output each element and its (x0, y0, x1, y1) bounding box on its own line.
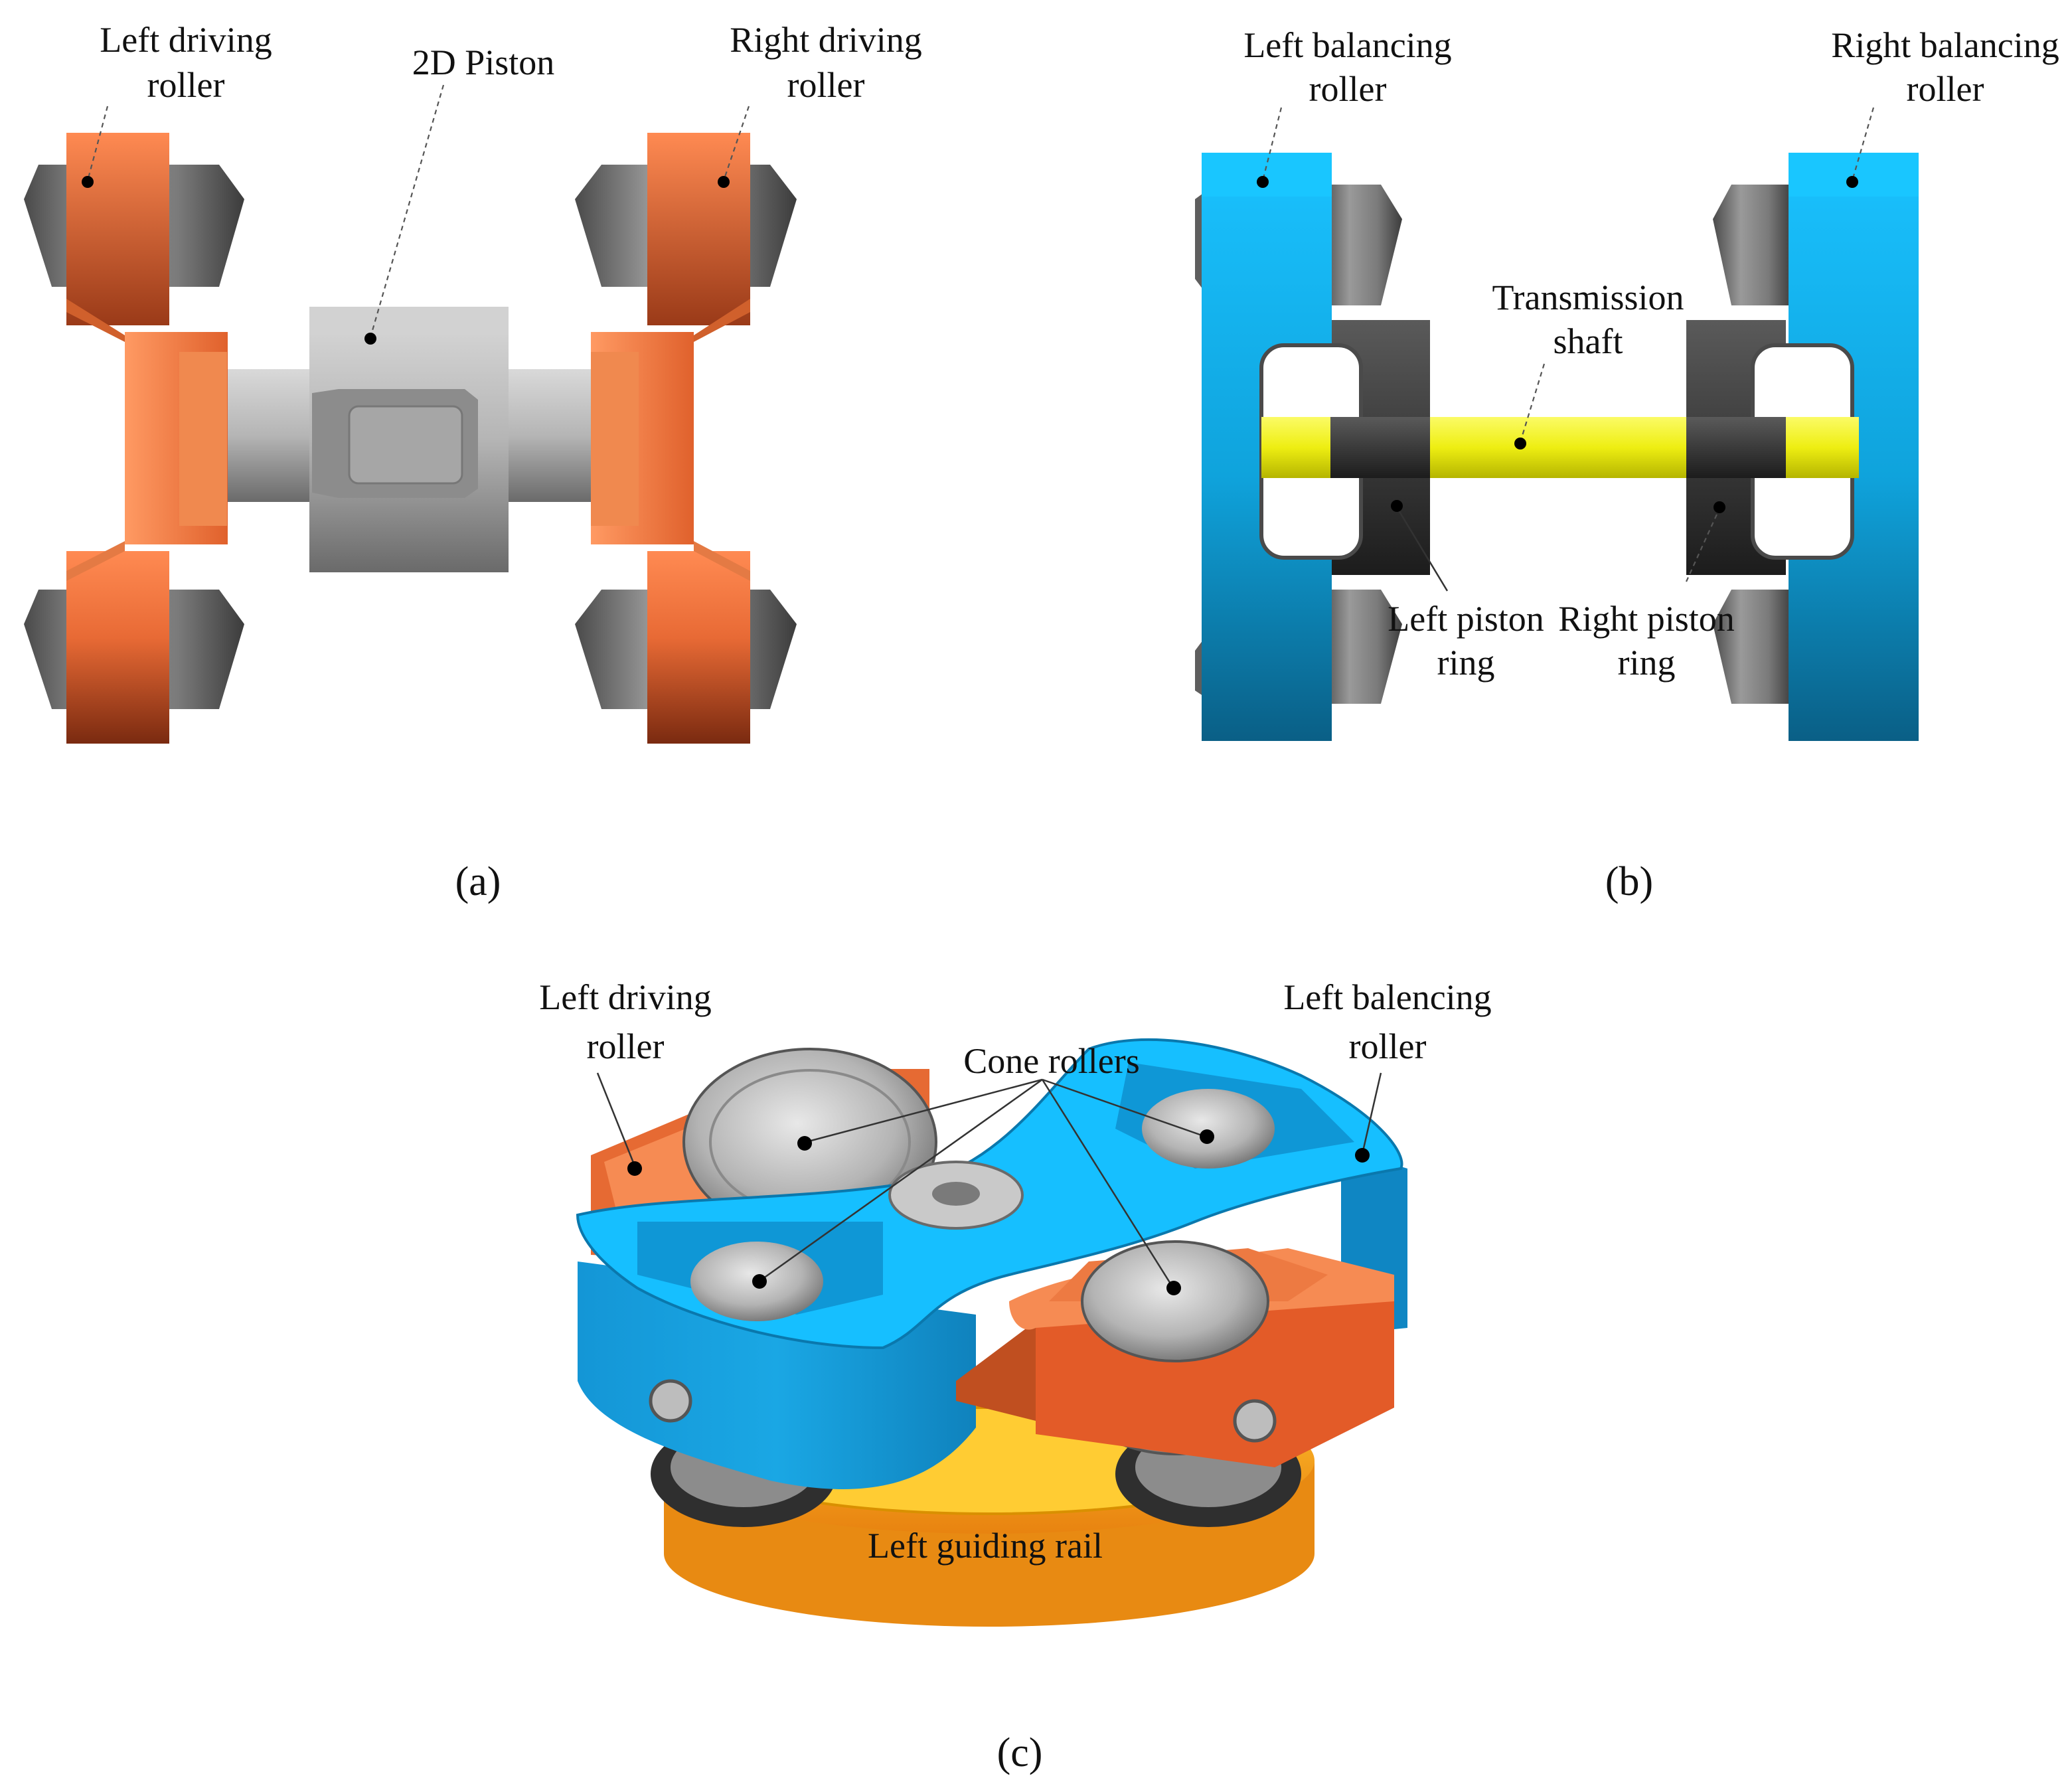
dot-a-piston (364, 333, 376, 345)
label-c-left-balencing-line1: Left balencing (1283, 977, 1491, 1017)
label-b-right-balancing-line2: roller (1907, 69, 1984, 109)
panel-c-front-driving-arm (956, 1240, 1394, 1467)
label-b-shaft-line1: Transmission (1492, 278, 1684, 317)
dot-b-right-ring (1713, 501, 1725, 513)
label-c-left-driving-line1: Left driving (539, 977, 711, 1017)
label-b-left-ring-line2: ring (1437, 643, 1495, 683)
dot-c-cone-3 (1200, 1129, 1214, 1144)
label-a-piston: 2D Piston (412, 42, 555, 82)
panel-b: Left balancing roller Right balancing ro… (1195, 25, 2059, 904)
label-c-left-driving-line2: roller (587, 1026, 665, 1066)
dot-b-left-ring (1391, 500, 1403, 512)
panel-c-left-balencing-roller (576, 1038, 1407, 1490)
label-c-cone-rollers: Cone rollers (963, 1041, 1139, 1081)
caption-a: (a) (455, 859, 501, 904)
caption-c: (c) (997, 1730, 1043, 1775)
dot-b-shaft (1514, 438, 1526, 449)
panel-a-piston (219, 307, 604, 572)
dot-a-left-driving (82, 176, 94, 188)
label-a-right-driving-line1: Right driving (730, 20, 922, 60)
panel-c: Left driving roller Left balencing rolle… (539, 977, 1491, 1775)
panel-a: Left driving roller 2D Piston Right driv… (24, 20, 922, 904)
label-a-left-driving-line2: roller (147, 65, 225, 105)
label-b-left-balancing-line1: Left balancing (1243, 25, 1451, 65)
label-b-shaft-line2: shaft (1554, 321, 1623, 361)
dot-b-right-balancing (1846, 176, 1858, 188)
dot-b-left-balancing (1257, 176, 1269, 188)
label-a-left-driving-line1: Left driving (100, 20, 272, 60)
dot-c-cone-2 (752, 1274, 767, 1289)
label-b-right-ring-line1: Right piston (1558, 599, 1735, 639)
dot-c-cone-1 (797, 1136, 812, 1151)
label-b-right-ring-line2: ring (1618, 643, 1676, 683)
label-a-right-driving-line2: roller (787, 65, 865, 105)
dot-c-left-balencing (1355, 1148, 1370, 1163)
dot-c-left-driving (627, 1161, 642, 1176)
dot-a-right-driving (718, 176, 730, 188)
label-b-left-balancing-line2: roller (1309, 69, 1387, 109)
panel-a-left-driving-roller (66, 133, 228, 744)
panel-b-transmission-shaft (1261, 417, 1859, 478)
label-c-left-guiding-rail: Left guiding rail (868, 1526, 1103, 1566)
label-b-right-balancing-line1: Right balancing (1831, 25, 2059, 65)
label-b-left-ring-line1: Left piston (1388, 599, 1544, 639)
dot-c-cone-4 (1166, 1281, 1181, 1295)
label-c-left-balencing-line2: roller (1349, 1026, 1427, 1066)
panel-a-right-driving-roller (591, 133, 750, 744)
caption-b: (b) (1605, 859, 1653, 904)
